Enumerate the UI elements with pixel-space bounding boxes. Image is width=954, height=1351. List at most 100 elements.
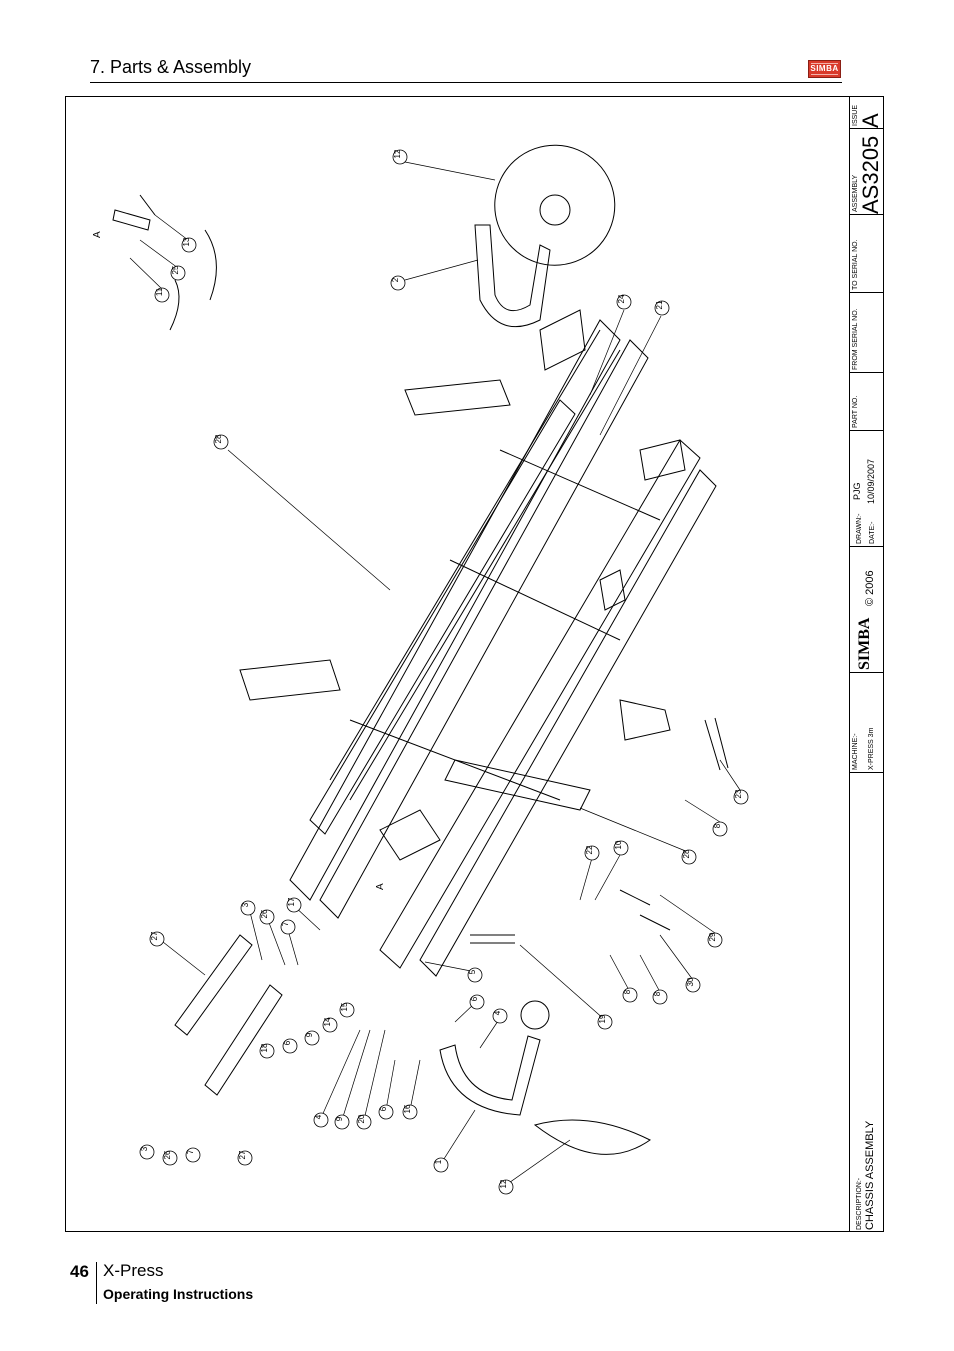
- view-label-a: A: [92, 231, 103, 238]
- callout-balloon: 7: [185, 1147, 201, 1163]
- callout-number: 7: [186, 1149, 195, 1154]
- callout-number: 14: [323, 1017, 332, 1026]
- callout-number: 9: [305, 1032, 314, 1037]
- callout-number: 10: [614, 840, 623, 849]
- callout-number: 27: [150, 931, 159, 940]
- callout-number: 19: [598, 1014, 607, 1023]
- callout-balloon: 26: [162, 1150, 178, 1166]
- callout-balloon: 19: [597, 1014, 613, 1030]
- title-block-divider: [849, 128, 884, 129]
- callout-balloon: 27: [237, 1150, 253, 1166]
- callout-number: 15: [340, 1002, 349, 1011]
- title-block-divider: [849, 772, 884, 773]
- callout-balloon: 11: [154, 287, 170, 303]
- callout-number: 23: [734, 789, 743, 798]
- callout-number: 3: [241, 902, 250, 907]
- callout-number: 28: [682, 849, 691, 858]
- callout-number: 6: [283, 1040, 292, 1045]
- title-block-divider: [849, 292, 884, 293]
- callout-number: 22: [585, 845, 594, 854]
- callout-number: 2: [391, 277, 400, 282]
- callout-balloon: 10: [613, 840, 629, 856]
- footer-rule: [96, 1262, 97, 1304]
- callout-number: 12: [499, 1179, 508, 1188]
- callout-balloon: 8: [622, 987, 638, 1003]
- callout-balloon: 28: [681, 849, 697, 865]
- callout-number: 26: [260, 909, 269, 918]
- callout-number: 5: [468, 969, 477, 974]
- callout-balloon: 24: [616, 294, 632, 310]
- title-block-divider: [849, 372, 884, 373]
- page-number: 46: [70, 1262, 89, 1281]
- callout-balloon: 9: [304, 1030, 320, 1046]
- callout-number: 20: [357, 1114, 366, 1123]
- callout-balloon: 26: [259, 909, 275, 925]
- callout-number: 18: [260, 1043, 269, 1052]
- callout-balloon: 3: [240, 900, 256, 916]
- view-label-a: A: [375, 883, 386, 890]
- callout-number: 29: [708, 932, 717, 941]
- callout-number: 11: [155, 287, 164, 296]
- leader-lines: [129, 161, 741, 1186]
- callout-balloon: 25: [170, 265, 186, 281]
- callout-balloon: 9: [334, 1114, 350, 1130]
- callout-balloon: 6: [378, 1104, 394, 1120]
- title-block: [849, 96, 884, 1232]
- callout-number: 8: [713, 823, 722, 828]
- callout-number: 17: [287, 897, 296, 906]
- callout-balloon: 17: [286, 897, 302, 913]
- callout-balloon: 30: [685, 977, 701, 993]
- header-rule: [90, 82, 842, 83]
- callout-balloon: 8: [652, 989, 668, 1005]
- drawing-frame: [65, 96, 884, 1232]
- callout-number: 3: [140, 1146, 149, 1151]
- callout-balloon: 21: [654, 300, 670, 316]
- callout-number: 16: [403, 1104, 412, 1113]
- callout-number: 4: [314, 1114, 323, 1119]
- callout-balloon: 12: [392, 149, 408, 165]
- logo-text: SIMBA: [810, 64, 839, 73]
- callout-number: 8: [623, 989, 632, 994]
- callout-number: 25: [171, 265, 180, 274]
- part-callouts: 12 13 25 11 2 24 21 28 23 8 28 10 22 29 …: [139, 149, 749, 1195]
- callout-number: 27: [238, 1150, 247, 1159]
- callout-balloon: 6: [469, 994, 485, 1010]
- callout-number: 1: [434, 1159, 443, 1164]
- callout-balloon: 7: [280, 919, 296, 935]
- callout-number: 12: [393, 149, 402, 158]
- product-name: X-Press: [103, 1261, 164, 1280]
- callout-balloon: 3: [139, 1144, 155, 1160]
- callout-number: 7: [281, 921, 290, 926]
- title-block-divider: [849, 214, 884, 215]
- callout-balloon: 4: [492, 1008, 508, 1024]
- callout-number: 21: [655, 300, 664, 309]
- callout-balloon: 29: [707, 932, 723, 948]
- callout-balloon: 28: [213, 434, 229, 450]
- callout-number: 6: [470, 996, 479, 1001]
- simba-logo: SIMBA: [808, 60, 841, 78]
- title-block-divider: [849, 672, 884, 673]
- callout-number: 8: [653, 991, 662, 996]
- callout-number: 4: [493, 1010, 502, 1015]
- callout-number: 26: [163, 1150, 172, 1159]
- callout-balloon: 16: [402, 1104, 418, 1120]
- callout-balloon: 15: [339, 1002, 355, 1018]
- callout-balloon: 6: [282, 1038, 298, 1054]
- callout-number: 24: [617, 294, 626, 303]
- callout-number: 13: [182, 237, 191, 246]
- callout-balloon: 8: [712, 821, 728, 837]
- callout-balloon: 20: [356, 1114, 372, 1130]
- callout-balloon: 22: [584, 845, 600, 861]
- callout-balloon: 12: [498, 1179, 514, 1195]
- callout-balloon: 2: [390, 275, 406, 291]
- callout-balloon: 13: [181, 237, 197, 253]
- callout-balloon: 14: [322, 1017, 338, 1033]
- document-subtitle: Operating Instructions: [103, 1286, 254, 1302]
- callout-balloon: 23: [733, 789, 749, 805]
- callout-balloon: 4: [313, 1112, 329, 1128]
- callout-balloon: 1: [433, 1157, 449, 1173]
- callout-balloon: 18: [259, 1043, 275, 1059]
- callout-number: 9: [335, 1116, 344, 1121]
- chassis-line-art: [112, 144, 729, 1155]
